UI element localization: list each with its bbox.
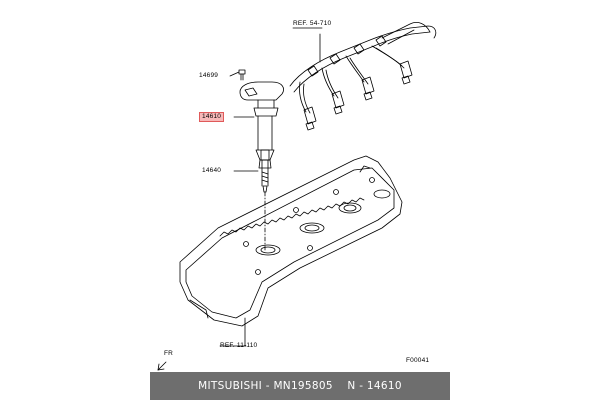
ignition-harness-drawing: [289, 22, 437, 131]
spark-plug-drawing: [233, 149, 272, 253]
bolt-drawing: [229, 69, 246, 81]
reference-code: N - 14610: [347, 380, 402, 392]
right-margin: [450, 0, 600, 400]
ignition-coil-drawing: [233, 81, 284, 169]
brand-name: MITSUBISHI: [198, 380, 263, 392]
part-caption-bar: MITSUBISHI - MN195805 N - 14610: [150, 372, 450, 400]
coil-part-number[interactable]: 14610: [199, 112, 225, 122]
caption-separator: -: [262, 380, 274, 392]
bolt-part-number[interactable]: 14699: [199, 72, 219, 79]
front-arrow-icon: [157, 361, 167, 371]
caption-gap: [333, 380, 348, 392]
line-art: [157, 22, 437, 371]
ref-harness-label: REF. 54-710: [293, 20, 332, 27]
direction-label: FR: [164, 350, 174, 357]
spark-plug-part-number[interactable]: 14640: [202, 167, 222, 174]
rocker-cover-drawing: [179, 155, 403, 347]
exploded-drawing: REF. 54-710 14699 14610 14640 REF. 11-11…: [150, 0, 450, 372]
figure-code: F00041: [406, 357, 430, 364]
ref-cover-label: REF. 11-110: [220, 342, 258, 349]
left-margin: [0, 0, 150, 400]
part-number: MN195805: [273, 380, 333, 392]
